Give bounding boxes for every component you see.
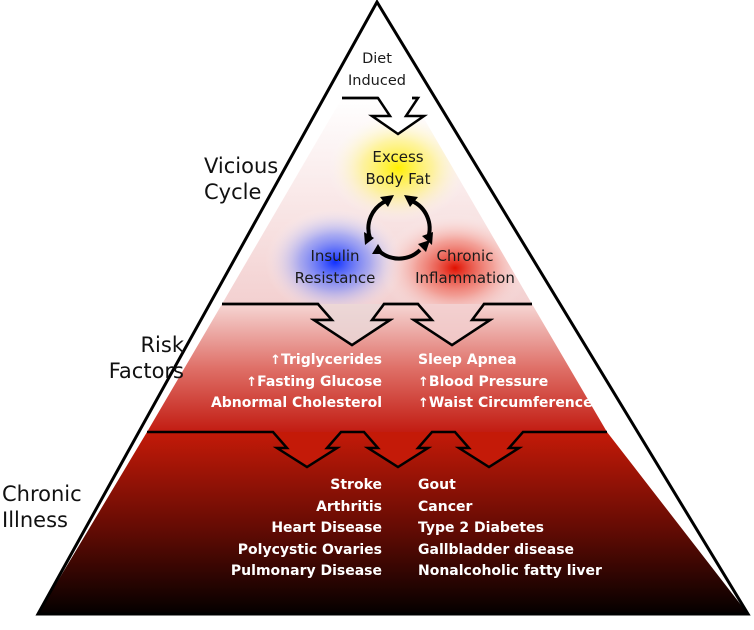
- label-line: Vicious: [204, 154, 279, 178]
- arrow-diet-to-cycle: [342, 96, 429, 136]
- glow-excess-body-fat: [328, 113, 468, 223]
- label-line: Insulin: [310, 247, 360, 265]
- label-line: Chronic: [2, 482, 82, 506]
- pyramid-outline: [35, 0, 751, 616]
- risk-factor-label: Triglycerides: [280, 352, 382, 368]
- illness-item: Stroke: [330, 477, 382, 493]
- side-label-risk-factors-text: Risk Factors: [100, 332, 184, 384]
- risk-factor-label: Waist Circumference: [428, 395, 593, 411]
- illness-item: Pulmonary Disease: [230, 563, 382, 579]
- up-arrow-icon: ↑: [246, 374, 258, 390]
- risk-factor-item: Sleep Apnea: [418, 350, 638, 372]
- risk-factor-item: ↑Blood Pressure: [418, 372, 638, 394]
- label-line: Excess: [372, 148, 424, 166]
- label-line: Body Fat: [365, 169, 431, 188]
- risk-factor-label: Sleep Apnea: [418, 352, 517, 368]
- illness-item: Gout: [418, 477, 456, 493]
- side-label-vicious-cycle: Vicious Cycle: [204, 153, 278, 205]
- label-line: Chronic: [436, 247, 494, 265]
- side-label-chronic-illness: Chronic Illness: [2, 481, 82, 533]
- illness-item: Nonalcoholic fatty liver: [418, 563, 602, 579]
- illness-item: Gallbladder disease: [418, 541, 575, 558]
- label-line: Illness: [2, 508, 68, 532]
- node-excess-body-fat: Excess Body Fat: [348, 147, 448, 190]
- divider-cycle-risk: [222, 302, 532, 347]
- risk-factor-item: ↑Fasting Glucose: [180, 372, 382, 394]
- label-line: Resistance: [294, 268, 376, 287]
- illness-item: Type 2 Diabetes: [418, 520, 544, 536]
- label-line: Cycle: [204, 180, 262, 204]
- tier-chronic-illness: [38, 432, 748, 614]
- risk-factor-item: ↑Waist Circumference: [418, 393, 638, 415]
- up-arrow-icon: ↑: [270, 353, 281, 368]
- illness-item: Heart Disease: [271, 520, 382, 536]
- node-insulin-resistance: Insulin Resistance: [280, 246, 390, 289]
- risk-factor-item: ↑Triglycerides: [180, 350, 382, 372]
- tier-top-label: Diet Induced: [347, 49, 407, 92]
- arrow-cycle-to-risk-right: [414, 304, 490, 345]
- illness-item: Polycystic Ovaries: [237, 541, 382, 558]
- label-line: Factors: [108, 359, 184, 383]
- risk-factor-label: Fasting Glucose: [257, 373, 382, 390]
- label-line: Inflammation: [415, 268, 515, 287]
- glow-chronic-inflammation: [380, 213, 530, 304]
- illness-item: Cancer: [418, 498, 473, 515]
- node-chronic-inflammation: Chronic Inflammation: [400, 246, 530, 289]
- label-line: Risk: [140, 333, 184, 357]
- divider-risk-illness: [147, 430, 607, 469]
- tier-diet-induced: [342, 2, 412, 98]
- risk-factor-label: Blood Pressure: [428, 373, 549, 390]
- label-line: Diet: [362, 51, 392, 67]
- risk-factor-item: Abnormal Cholesterol: [180, 393, 382, 415]
- risk-factor-label: Abnormal Cholesterol: [210, 395, 382, 411]
- label-line: Induced: [348, 72, 406, 89]
- risk-factors-right-list: Sleep Apnea↑Blood Pressure↑Waist Circumf…: [418, 350, 638, 415]
- arrow-cycle-to-risk-left: [314, 304, 390, 345]
- tier-risk-factors: [147, 304, 607, 432]
- illness-item: Arthritis: [316, 498, 382, 515]
- up-arrow-icon: ↑: [418, 374, 429, 390]
- cycle-arrowheads: [364, 195, 433, 254]
- up-arrow-icon: ↑: [418, 396, 429, 411]
